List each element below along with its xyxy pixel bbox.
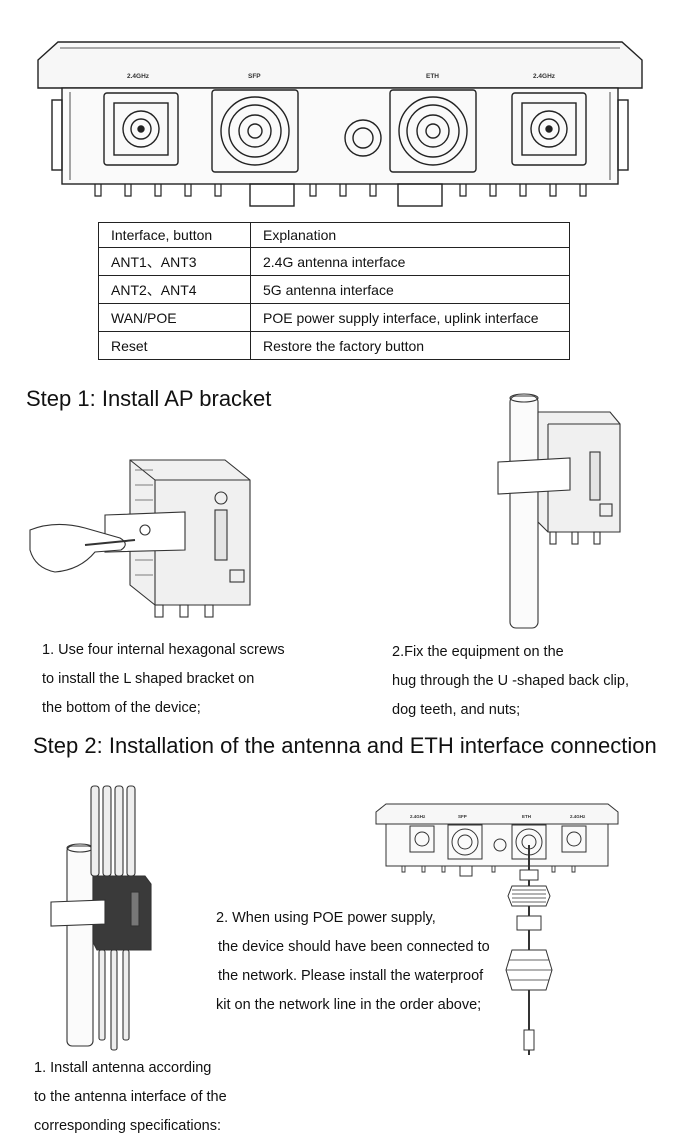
small-port-label-2g-right: 2.4GHz <box>570 814 586 819</box>
step2-caption-2-line: the device should have been connected to <box>218 939 490 955</box>
port-label-sfp: SFP <box>248 73 261 80</box>
step2-caption-1-line: corresponding specifications: <box>34 1118 221 1134</box>
step1-caption-1-line: the bottom of the device; <box>42 700 201 716</box>
table-row: ANT2、ANT4 5G antenna interface <box>98 275 570 304</box>
table-cell: 2.4G antenna interface <box>250 247 570 276</box>
step1-caption-1: 1. Use four internal hexagonal screws to… <box>42 636 285 723</box>
step2-caption-2-line: kit on the network line in the order abo… <box>216 997 482 1013</box>
step1-caption-2-line: 2.Fix the equipment on the <box>392 644 564 660</box>
step2-caption-1-line: 1. Install antenna according <box>34 1060 212 1076</box>
table-row: Reset Restore the factory button <box>98 331 570 360</box>
table-cell: ANT2、ANT4 <box>98 275 251 304</box>
interface-table: Interface, button Explanation ANT1、ANT3 … <box>98 222 570 360</box>
step2-caption-2: 2. When using POE power supply, the devi… <box>216 904 490 1020</box>
pole-mount-illustration <box>497 393 621 629</box>
step2-caption-1-line: to the antenna interface of the <box>34 1089 227 1105</box>
step2-caption-2-line: the network. Please install the waterpro… <box>218 968 484 984</box>
step1-caption-2: 2.Fix the equipment on the hug through t… <box>392 638 629 725</box>
port-label-2g-right: 2.4GHz <box>533 73 556 80</box>
table-cell: 5G antenna interface <box>250 275 570 304</box>
small-port-label-eth: ETH <box>522 814 531 819</box>
step1-caption-2-line: dog teeth, and nuts; <box>392 702 521 718</box>
small-port-label-2g-left: 2.4GHz <box>410 814 426 819</box>
step1-title: Step 1: Install AP bracket <box>26 386 272 411</box>
step1-caption-1-line: 1. Use four internal hexagonal screws <box>42 642 285 658</box>
table-cell: Reset <box>98 331 251 360</box>
step2-caption-1: 1. Install antenna according to the ante… <box>34 1054 227 1141</box>
port-label-2g-left: 2.4GHz <box>127 73 150 80</box>
table-row: ANT1、ANT3 2.4G antenna interface <box>98 247 570 276</box>
antenna-install-illustration <box>50 785 152 1051</box>
table-header-interface: Interface, button <box>98 222 251 248</box>
small-port-label-sfp: SFP <box>458 814 467 819</box>
table-cell: POE power supply interface, uplink inter… <box>250 303 570 332</box>
port-label-eth: ETH <box>426 73 439 80</box>
table-header-row: Interface, button Explanation <box>98 222 570 248</box>
table-cell: ANT1、ANT3 <box>98 247 251 276</box>
table-cell: WAN/POE <box>98 303 251 332</box>
table-cell: Restore the factory button <box>250 331 570 360</box>
step2-caption-2-line: 2. When using POE power supply, <box>216 910 436 926</box>
bracket-install-illustration <box>29 459 251 618</box>
table-row: WAN/POE POE power supply interface, upli… <box>98 303 570 332</box>
step2-title: Step 2: Installation of the antenna and … <box>33 733 657 758</box>
step1-caption-2-line: hug through the U -shaped back clip, <box>392 673 629 689</box>
table-header-explanation: Explanation <box>250 222 570 248</box>
waterproof-kit-illustration <box>375 803 619 1055</box>
step1-caption-1-line: to install the L shaped bracket on <box>42 671 255 687</box>
device-front-illustration <box>37 41 643 207</box>
